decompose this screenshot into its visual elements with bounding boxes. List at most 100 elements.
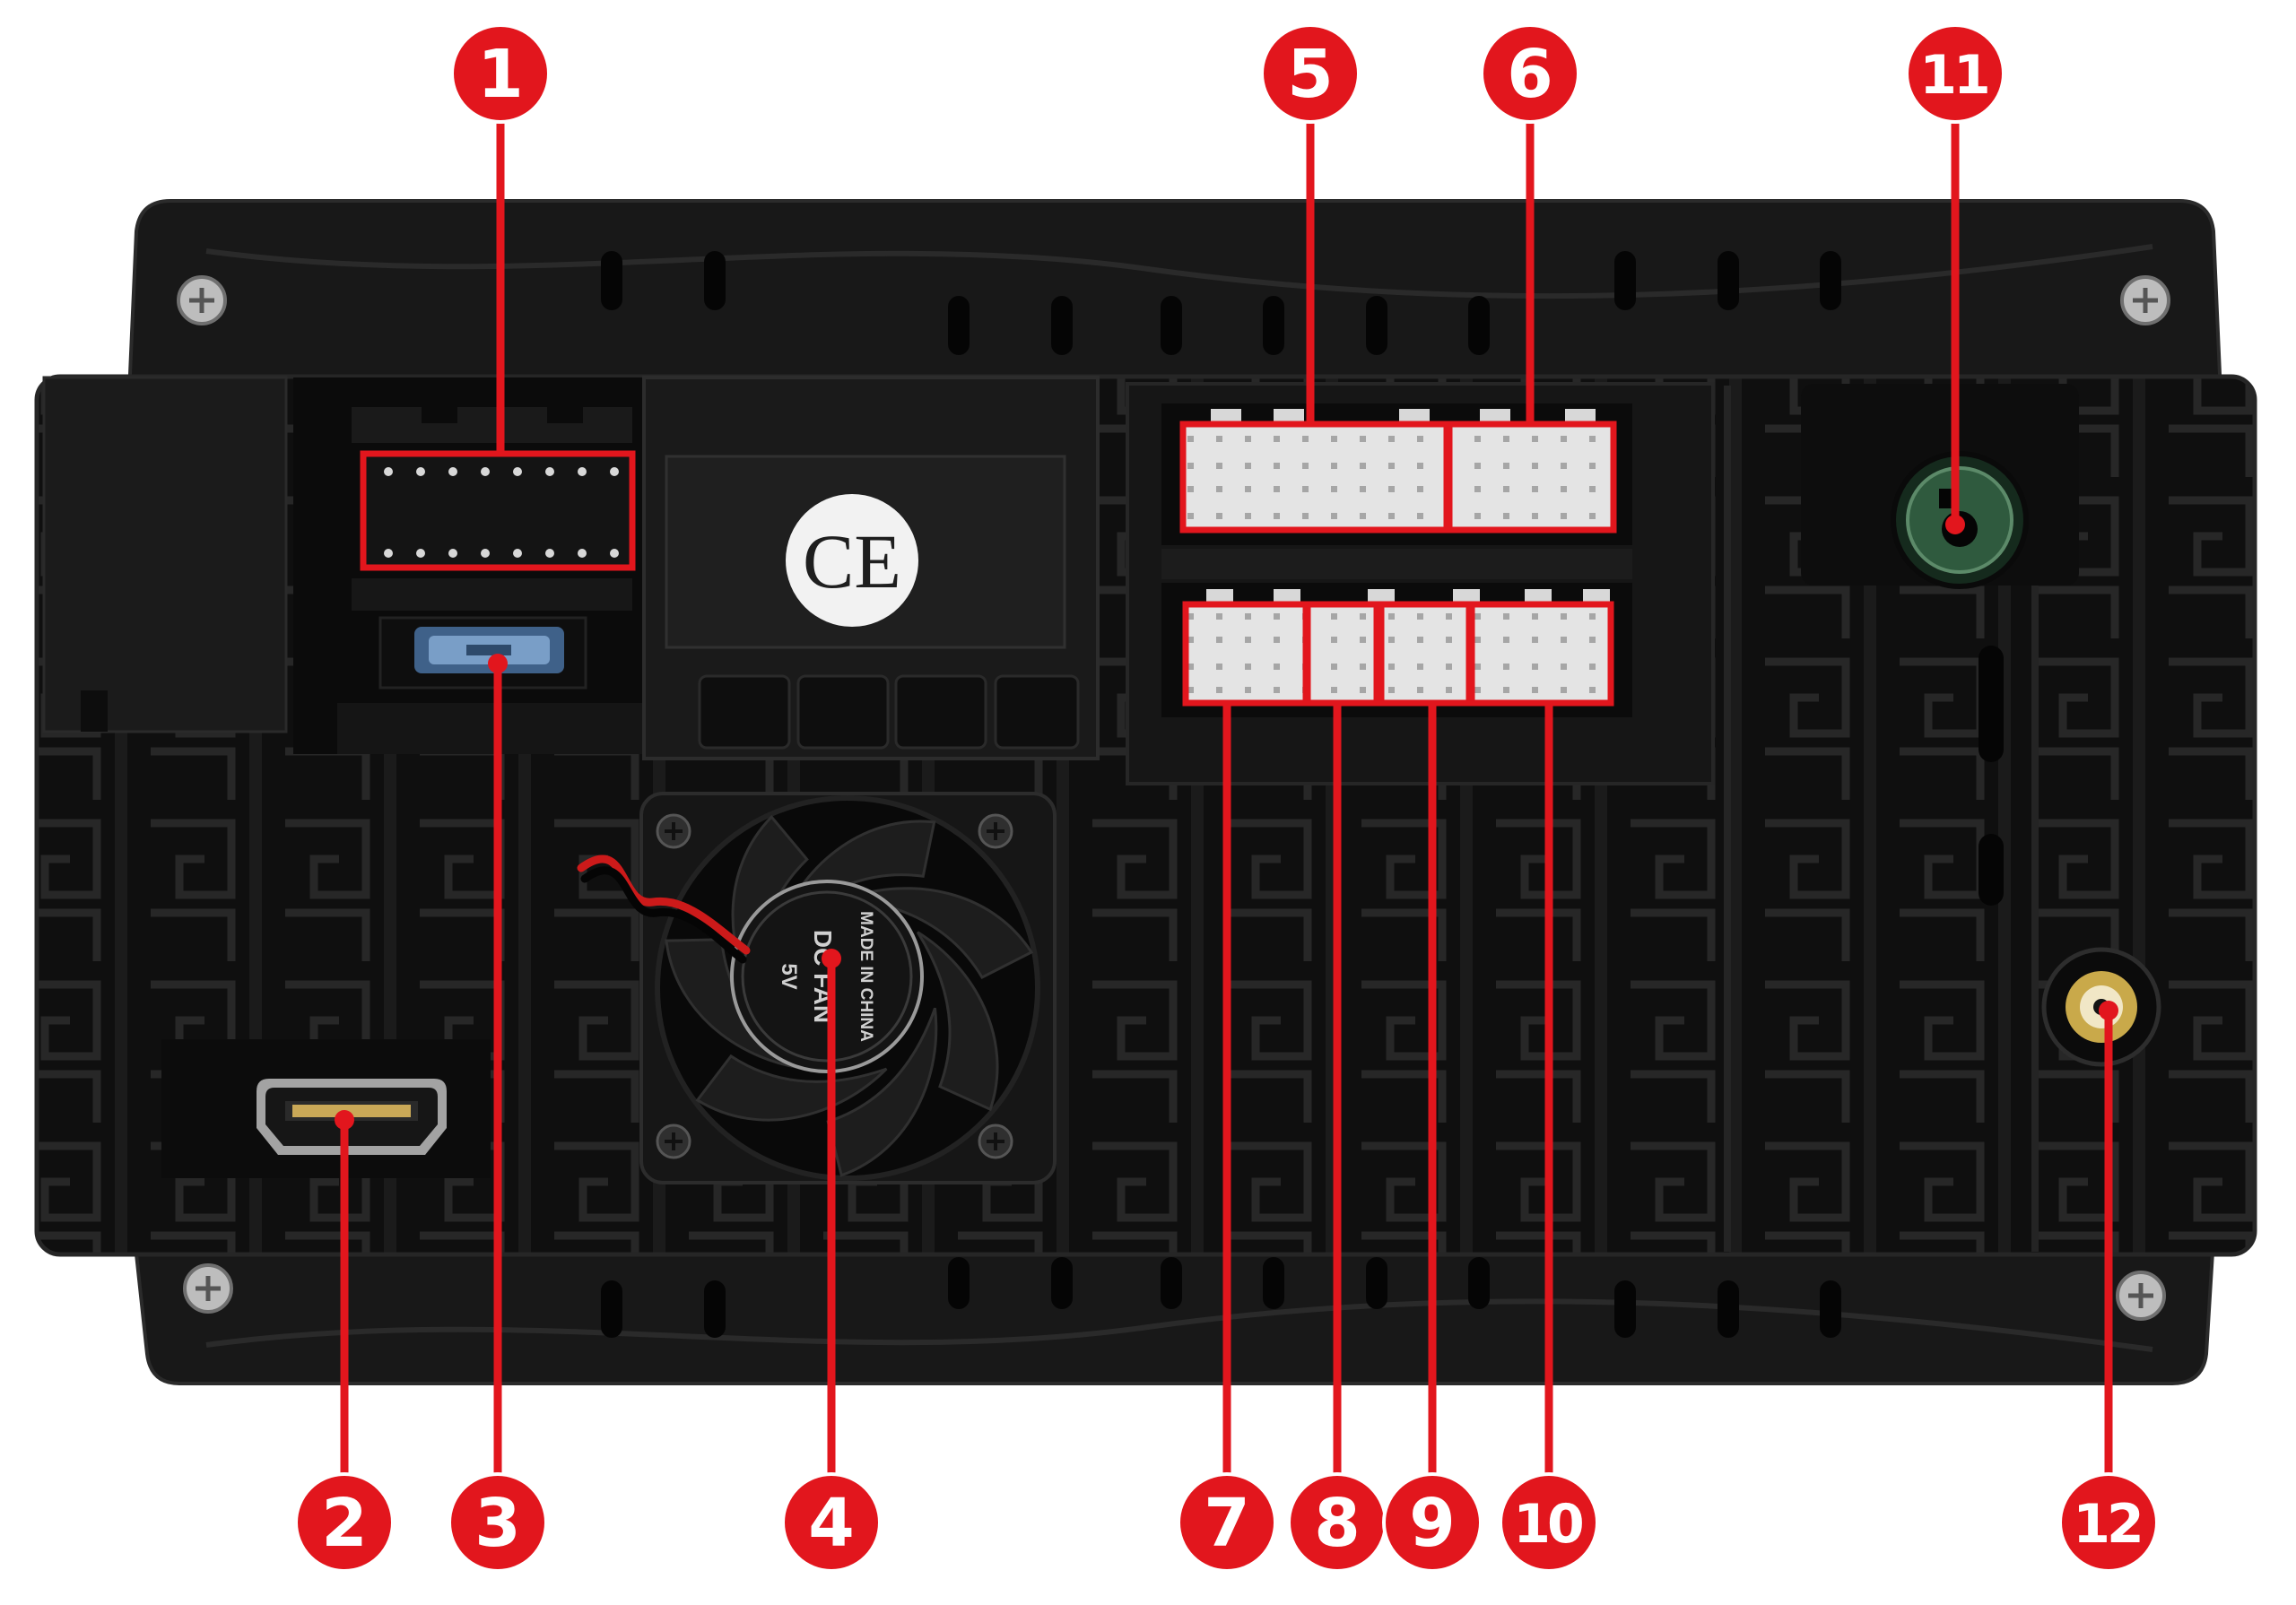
screw-top-left (177, 275, 227, 325)
fan-power-wire (577, 855, 751, 964)
fan-label-voltage: 5V (777, 963, 801, 989)
vent-slot (1979, 834, 2004, 906)
fan-screw (656, 813, 691, 849)
callout-3: 3 (448, 654, 548, 1573)
fan-label-origin: MADE IN CHINA (857, 911, 875, 1042)
callout-6-badge (1480, 23, 1580, 124)
connector-6 (1449, 424, 1613, 530)
callout-1-highlight-box (360, 450, 636, 571)
vent-slot (948, 1257, 970, 1309)
connector-9 (1381, 604, 1469, 703)
vent-slot (1718, 1280, 1739, 1338)
bottom-vent-slots (601, 1257, 1841, 1338)
vent-slot (601, 1280, 622, 1338)
bottom-plate-body (132, 1236, 2216, 1385)
callout-4-badge (781, 1472, 882, 1573)
callout-12-badge (2058, 1472, 2159, 1573)
fan-screw (656, 1124, 691, 1159)
vent-slot (1161, 1257, 1182, 1309)
connector-8 (1308, 604, 1377, 703)
vent-slot (1051, 296, 1073, 355)
callout-2-pointer-dot (335, 1110, 354, 1130)
callout-12-number: 12 (2073, 1493, 2141, 1556)
callout-11-number: 11 (1919, 44, 1987, 107)
upper-connector-latches (1211, 409, 1596, 424)
fuse-ledge (337, 703, 644, 754)
panel-square (994, 674, 1080, 750)
latch-notch (547, 407, 583, 423)
bottom-mounting-plate (132, 1236, 2216, 1385)
connector-10 (1472, 604, 1611, 703)
callout-12-pointer-dot (2099, 1001, 2118, 1020)
callout-10-number: 10 (1513, 1493, 1582, 1556)
callout-7-number: 7 (1204, 1485, 1250, 1562)
callout-9-number: 9 (1409, 1485, 1456, 1562)
main-harness-connector (363, 454, 632, 568)
ce-mark-badge (786, 494, 918, 627)
screw-top-right (2120, 275, 2170, 325)
callouts: 1 2 3 4 5 (294, 23, 2159, 1573)
callout-10-badge (1499, 1472, 1599, 1573)
vent-slot (1718, 251, 1739, 310)
callout-1: 1 (360, 23, 636, 571)
cooling-fan: MADE IN CHINA DC FAN 5V (577, 792, 1057, 1184)
callout-1-badge (450, 23, 551, 124)
callout-9: 9 (1378, 601, 1483, 1573)
vent-slot (1979, 646, 2004, 762)
vent-slot (1614, 251, 1636, 310)
vent-slot (1366, 296, 1387, 355)
fan-hub-label (730, 880, 924, 1073)
fan-blade (826, 1007, 938, 1177)
screw-bottom-right (2116, 1271, 2166, 1321)
ce-label-panel: CE (642, 376, 1100, 760)
callout-3-number: 3 (474, 1485, 521, 1562)
vent-slot (1051, 1257, 1073, 1309)
top-vent-slots (601, 251, 1841, 355)
callout-6: 6 (1446, 23, 1617, 534)
callout-8-number: 8 (1314, 1485, 1361, 1562)
vent-slot (1366, 1257, 1387, 1309)
callout-10: 10 (1468, 601, 1614, 1573)
fan-blade (847, 887, 1034, 979)
panel-square (698, 674, 791, 750)
callout-5-number: 5 (1287, 36, 1334, 113)
screw-bottom-left (183, 1263, 233, 1314)
callout-8-highlight-box (1304, 601, 1380, 707)
vent-slot (1263, 1257, 1284, 1309)
connector-divider (1161, 549, 1632, 579)
lower-connector-latches (1206, 589, 1610, 604)
callout-3-pointer-dot (488, 654, 508, 673)
fan-hub-inner-ring (741, 890, 913, 1063)
latch-notch (422, 407, 457, 423)
callout-4-pointer-dot (822, 949, 841, 968)
callout-11-badge (1905, 23, 2005, 124)
callout-8: 8 (1287, 601, 1387, 1573)
left-upper-block (42, 376, 288, 733)
vent-slot (1468, 296, 1490, 355)
fuse (414, 627, 564, 673)
vent-slot (948, 296, 970, 355)
bottom-plate-wave-ridge (205, 1298, 2153, 1352)
vent-slot (1263, 296, 1284, 355)
callout-5-badge (1260, 23, 1361, 124)
callout-4-number: 4 (808, 1485, 855, 1562)
vent-slot (1468, 1257, 1490, 1309)
vent-slot (1820, 251, 1841, 310)
top-plate-wave-ridge (205, 244, 2153, 299)
heatsink-divider-lines (1724, 386, 2039, 1252)
hdmi-port-area (161, 1039, 491, 1178)
vent-slot (704, 1280, 726, 1338)
callout-2-number: 2 (321, 1485, 368, 1562)
connector-7 (1186, 604, 1306, 703)
hdmi-contacts (292, 1105, 411, 1117)
connector-shelf (352, 578, 632, 611)
connector-latch-bar (352, 407, 632, 443)
callout-3-badge (448, 1472, 548, 1573)
callout-2: 2 (294, 1110, 395, 1573)
fan-blades (665, 814, 1034, 1177)
callout-11-pointer-dot (1945, 515, 1965, 534)
callout-6-highlight-box (1446, 421, 1617, 534)
callout-6-number: 6 (1507, 36, 1553, 113)
connector-5 (1183, 424, 1447, 530)
